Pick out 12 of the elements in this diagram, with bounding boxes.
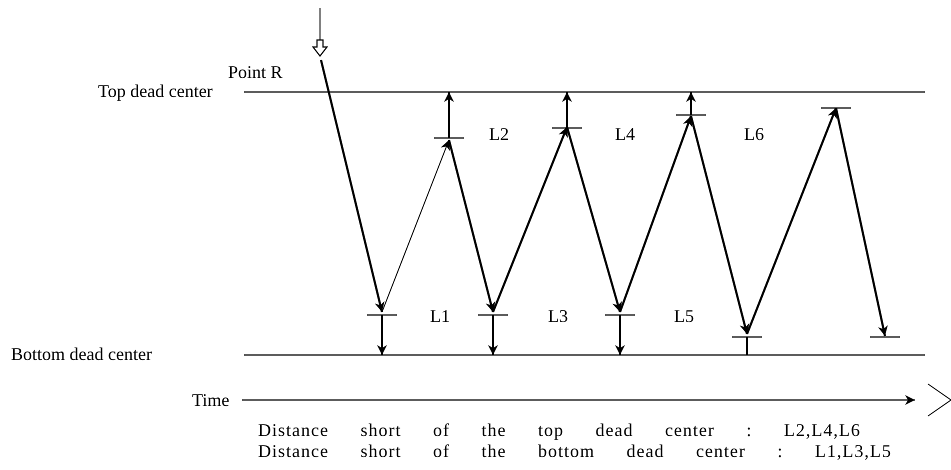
point-label: Point R xyxy=(228,62,283,82)
dimension-label: L2 xyxy=(489,124,509,144)
dimension-label: L3 xyxy=(548,306,568,326)
dimension-label: L4 xyxy=(615,124,635,144)
axis-label: Time xyxy=(192,390,230,410)
note: Distance short of the bottom dead center : L1,L3,L5 xyxy=(258,441,892,461)
reference-line-label: Bottom dead center xyxy=(11,344,152,364)
dimension-label: L5 xyxy=(674,306,694,326)
reference-line-label: Top dead center xyxy=(98,81,213,101)
dimension-label: L1 xyxy=(430,306,450,326)
note: Distance short of the top dead center : L2,L4,L6 xyxy=(258,420,861,440)
dimension-label: L6 xyxy=(744,124,764,144)
